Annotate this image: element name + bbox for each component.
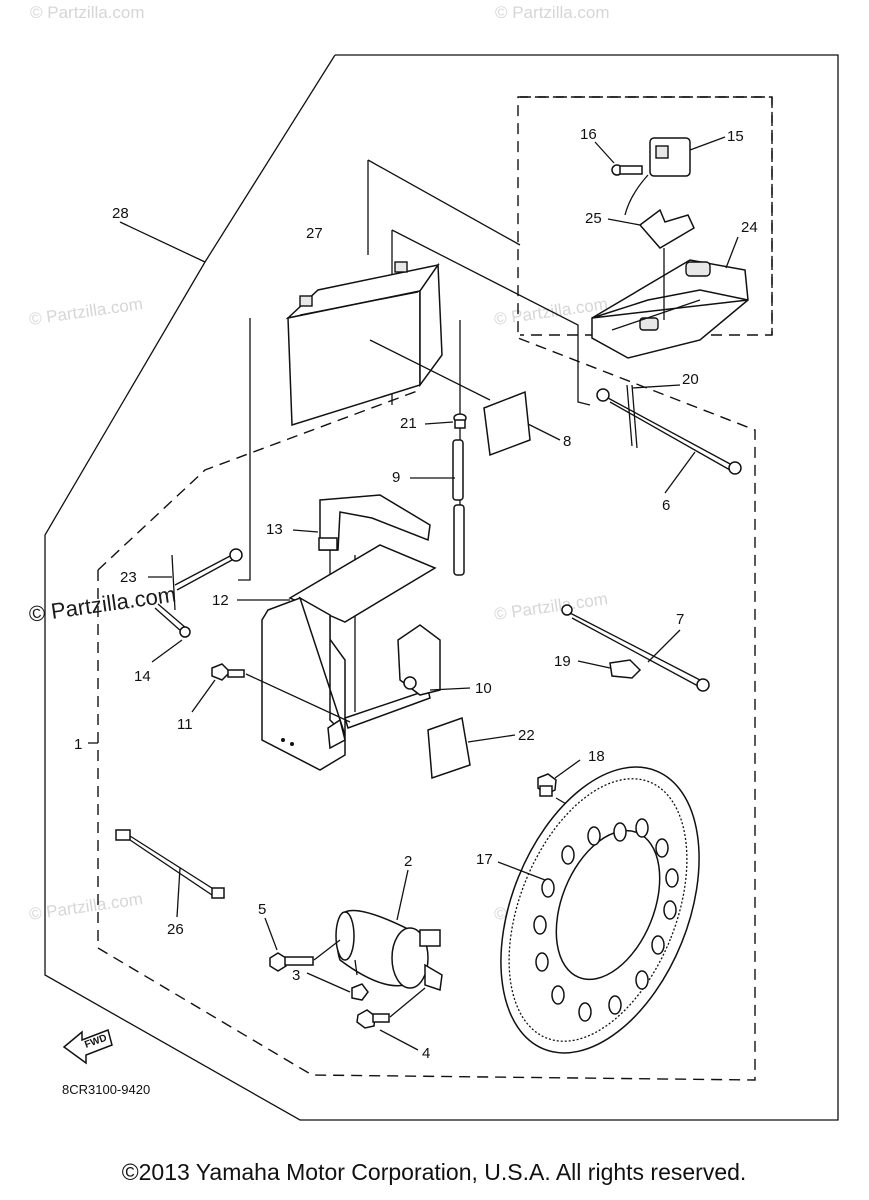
watermark-prominent: © Partzilla.com: [27, 582, 177, 627]
starter-relay: [624, 137, 691, 216]
projection-line: [238, 318, 251, 581]
callout-5: 5: [258, 901, 266, 918]
kit-boundary-top: [97, 389, 421, 571]
battery-lead: [596, 384, 742, 475]
callout-18: 18: [588, 748, 605, 765]
wire-clamp: [609, 659, 642, 679]
callout-22: 22: [518, 727, 535, 744]
callout-9: 9: [392, 469, 400, 486]
leader-28: [119, 221, 206, 263]
callout-21: 21: [400, 415, 417, 432]
callout-23: 23: [120, 569, 137, 586]
diagram-part-code: 8CR3100-9420: [62, 1082, 150, 1097]
bolt-11: [211, 663, 245, 681]
callout-4: 4: [422, 1045, 430, 1062]
callout-3: 3: [292, 967, 300, 984]
bolt-4: [356, 1009, 390, 1029]
callout-6: 6: [662, 497, 670, 514]
case-plate: [427, 716, 471, 780]
battery-strap: [318, 494, 431, 551]
projection-line: [391, 229, 591, 406]
sub-wire-harness: [115, 829, 225, 899]
callout-1: 1: [74, 736, 82, 753]
callout-14: 14: [134, 668, 151, 685]
lead-wire-7: [561, 604, 710, 692]
watermark-faint: © Partzilla.com: [28, 294, 144, 329]
callout-11: 11: [177, 716, 193, 733]
callout-28: 28: [112, 205, 129, 222]
lead-wire-14: [154, 603, 191, 638]
callout-10: 10: [475, 680, 492, 697]
starter-motor: [335, 909, 443, 991]
callout-17: 17: [476, 851, 493, 868]
callout-20: 20: [682, 371, 699, 388]
callout-26: 26: [167, 921, 184, 938]
battery-cover: [591, 259, 749, 359]
callout-25: 25: [585, 210, 602, 227]
rear-sprocket: [500, 766, 700, 1054]
callout-12: 12: [212, 592, 229, 609]
relay-bracket: [638, 208, 695, 249]
watermark-faint: © Partzilla.com: [30, 3, 145, 22]
callout-8: 8: [563, 433, 571, 450]
battery: [285, 261, 491, 427]
callout-7: 7: [676, 611, 684, 628]
battery-label-sheet: [483, 390, 531, 457]
sprocket-bolt: [537, 773, 557, 797]
watermark-faint: © Partzilla.com: [495, 3, 610, 22]
lead-wire-23: [171, 548, 243, 611]
callout-24: 24: [741, 219, 758, 236]
bolt-5: [269, 952, 314, 972]
callout-13: 13: [266, 521, 283, 538]
forward-arrow-icon: FWD: [62, 1029, 113, 1065]
relay-screw: [611, 164, 643, 176]
copyright-footer: ©2013 Yamaha Motor Corporation, U.S.A. A…: [122, 1159, 747, 1185]
breather-hose-cap: [453, 413, 467, 429]
watermark-faint: © Partzilla.com: [493, 589, 609, 624]
assembly-frame: [44, 54, 839, 1121]
projection-line: [367, 159, 521, 246]
nut: [351, 983, 369, 1001]
callout-19: 19: [554, 653, 571, 670]
callout-2: 2: [404, 853, 412, 870]
callout-15: 15: [727, 128, 744, 145]
battery-case: [261, 596, 441, 771]
breather-hose: [452, 439, 465, 576]
callout-16: 16: [580, 126, 597, 143]
callout-27: 27: [306, 225, 323, 242]
